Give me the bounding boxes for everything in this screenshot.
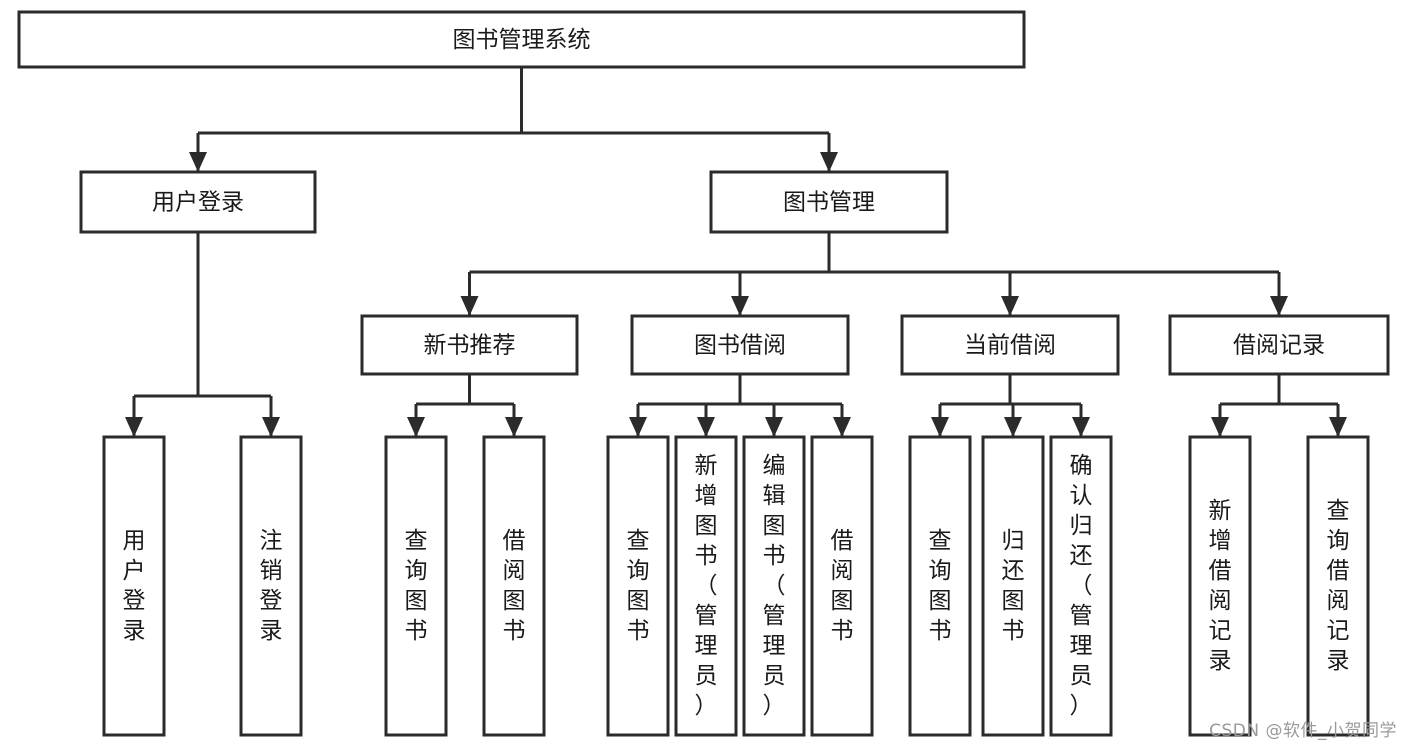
node-box-leaf-add-book	[674, 435, 738, 737]
node-leaf-add-record[interactable]: 新增借阅记录	[1188, 435, 1252, 737]
arrowhead-icon	[820, 152, 838, 172]
arrowhead-icon	[460, 296, 479, 316]
node-box-book-management	[709, 170, 949, 234]
arrowhead-icon	[189, 152, 207, 172]
arrowhead-icon	[931, 417, 949, 437]
node-box-leaf-borrow-book-1	[482, 435, 546, 737]
node-leaf-query-book-2[interactable]: 查询图书	[606, 435, 670, 737]
node-label-leaf-return-book: 归还图书	[1002, 528, 1025, 644]
arrowhead-icon	[125, 417, 143, 437]
node-label-leaf-borrow-book-2: 借阅图书	[831, 528, 854, 644]
node-box-leaf-borrow-book-2	[810, 435, 874, 737]
arrowhead-icon	[833, 417, 851, 437]
node-current-borrow[interactable]: 当前借阅	[900, 314, 1120, 376]
arrowhead-icon	[1329, 417, 1347, 437]
node-leaf-query-book-1[interactable]: 查询图书	[384, 435, 448, 737]
arrowhead-icon	[765, 417, 783, 437]
node-leaf-confirm-return[interactable]: 确认归还（管理员）	[1049, 435, 1113, 737]
node-label-current-borrow: 当前借阅	[964, 333, 1056, 359]
node-layer: 图书管理系统用户登录图书管理新书推荐图书借阅当前借阅借阅记录用户登录注销登录查询…	[17, 10, 1390, 737]
node-label-leaf-user-login: 用户登录	[123, 528, 146, 644]
node-label-user-login: 用户登录	[152, 190, 244, 216]
node-box-user-login	[79, 170, 317, 234]
node-box-leaf-query-book-2	[606, 435, 670, 737]
node-leaf-query-record[interactable]: 查询借阅记录	[1306, 435, 1370, 737]
arrowhead-icon	[262, 417, 280, 437]
node-leaf-return-book[interactable]: 归还图书	[981, 435, 1045, 737]
node-book-management[interactable]: 图书管理	[709, 170, 949, 234]
node-label-borrow-record: 借阅记录	[1233, 333, 1325, 359]
node-label-leaf-add-book: 新增图书（管理员）	[695, 453, 718, 719]
arrowhead-icon	[1211, 417, 1229, 437]
node-box-leaf-query-book-1	[384, 435, 448, 737]
node-box-leaf-edit-book	[742, 435, 806, 737]
arrowhead-icon	[731, 296, 749, 316]
arrowhead-icon	[407, 417, 425, 437]
node-box-leaf-user-login	[102, 435, 166, 737]
arrowhead-icon	[505, 417, 523, 437]
arrowhead-icon	[629, 417, 647, 437]
node-leaf-borrow-book-2[interactable]: 借阅图书	[810, 435, 874, 737]
node-leaf-user-login[interactable]: 用户登录	[102, 435, 166, 737]
node-label-book-management: 图书管理	[783, 190, 875, 216]
arrowhead-icon	[1001, 296, 1019, 316]
node-label-leaf-query-book-2: 查询图书	[627, 528, 650, 644]
node-box-leaf-return-book	[981, 435, 1045, 737]
node-box-undefined	[17, 10, 1026, 69]
node-box-new-book-recommend	[360, 314, 579, 376]
node-borrow-record[interactable]: 借阅记录	[1168, 314, 1390, 376]
node-label-leaf-add-record: 新增借阅记录	[1209, 498, 1232, 674]
node-user-login[interactable]: 用户登录	[79, 170, 317, 234]
node-label-leaf-borrow-book-1: 借阅图书	[503, 528, 526, 644]
node-box-book-borrow	[630, 314, 850, 376]
node-box-leaf-confirm-return	[1049, 435, 1113, 737]
node-label-leaf-query-book-1: 查询图书	[405, 528, 428, 644]
node-label-book-borrow: 图书借阅	[694, 333, 786, 359]
node-box-current-borrow	[900, 314, 1120, 376]
node-leaf-query-book-3[interactable]: 查询图书	[908, 435, 972, 737]
node-undefined[interactable]: 图书管理系统	[17, 10, 1026, 69]
node-label-leaf-logout: 注销登录	[260, 528, 283, 644]
node-book-borrow[interactable]: 图书借阅	[630, 314, 850, 376]
node-leaf-edit-book[interactable]: 编辑图书（管理员）	[742, 435, 806, 737]
node-label-leaf-query-record: 查询借阅记录	[1327, 498, 1350, 674]
node-label-leaf-confirm-return: 确认归还（管理员）	[1070, 453, 1093, 719]
node-label-leaf-query-book-3: 查询图书	[929, 528, 952, 644]
arrowhead-icon	[1004, 417, 1022, 437]
node-box-leaf-logout	[239, 435, 303, 737]
node-box-leaf-query-book-3	[908, 435, 972, 737]
node-label-undefined: 图书管理系统	[453, 27, 591, 53]
node-box-borrow-record	[1168, 314, 1390, 376]
connector-layer	[125, 67, 1347, 437]
arrowhead-icon	[697, 417, 715, 437]
node-leaf-borrow-book-1[interactable]: 借阅图书	[482, 435, 546, 737]
node-new-book-recommend[interactable]: 新书推荐	[360, 314, 579, 376]
node-label-new-book-recommend: 新书推荐	[424, 333, 516, 359]
arrowhead-icon	[1072, 417, 1090, 437]
node-box-leaf-add-record	[1188, 435, 1252, 737]
node-label-leaf-edit-book: 编辑图书（管理员）	[763, 453, 786, 719]
node-box-leaf-query-record	[1306, 435, 1370, 737]
node-leaf-add-book[interactable]: 新增图书（管理员）	[674, 435, 738, 737]
arrowhead-icon	[1270, 296, 1288, 316]
node-leaf-logout[interactable]: 注销登录	[239, 435, 303, 737]
